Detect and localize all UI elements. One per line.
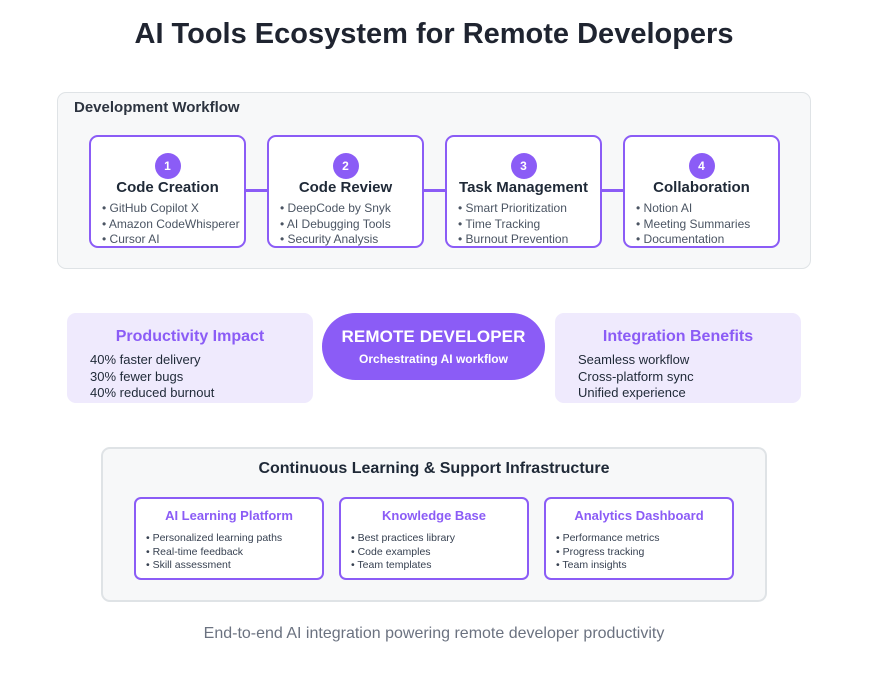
support-card-list: • Personalized learning paths • Real-tim… [146, 532, 282, 573]
step-tool-item: • Security Analysis [280, 232, 379, 246]
step-tool-item: • Cursor AI [102, 232, 160, 246]
support-card-item: • Progress tracking [556, 545, 645, 558]
support-card-list: • Best practices library • Code examples… [351, 532, 455, 573]
productivity-impact-box: Productivity Impact 40% faster delivery … [67, 313, 313, 403]
support-card-item: • Team insights [556, 559, 627, 572]
step-title: Collaboration [653, 179, 750, 196]
step-title: Code Creation [116, 179, 219, 196]
workflow-step-card: 1 Code Creation • GitHub Copilot X • Ama… [89, 135, 246, 248]
support-card: AI Learning Platform • Personalized lear… [134, 497, 324, 580]
step-number-badge: 2 [332, 153, 359, 179]
productivity-impact-title: Productivity Impact [115, 328, 265, 345]
support-card-title: Knowledge Base [381, 508, 487, 523]
page-title: AI Tools Ecosystem for Remote Developers [134, 18, 734, 50]
integration-benefit-item: Seamless workflow [578, 352, 690, 367]
step-tool-item: • Notion AI [636, 201, 693, 215]
support-card-title: Analytics Dashboard [574, 508, 704, 523]
step-tool-item: • Time Tracking [458, 216, 541, 231]
step-number-badge: 4 [688, 153, 715, 179]
step-tool-item: • DeepCode by Snyk [280, 201, 391, 215]
support-card-item: • Skill assessment [146, 559, 231, 572]
support-card: Analytics Dashboard • Performance metric… [544, 497, 734, 580]
step-number-badge: 1 [154, 153, 181, 179]
support-card-title: AI Learning Platform [165, 508, 293, 523]
remote-developer-hub: REMOTE DEVELOPER Orchestrating AI workfl… [322, 313, 545, 380]
step-tool-list: • GitHub Copilot X • Amazon CodeWhispere… [102, 201, 240, 248]
footer-caption: End-to-end AI integration powering remot… [203, 625, 665, 642]
workflow-step-card: 2 Code Review • DeepCode by Snyk • AI De… [267, 135, 424, 248]
support-card-item: • Team templates [351, 559, 432, 572]
hub-subtitle: Orchestrating AI workflow [359, 352, 508, 366]
step-tool-item: • Meeting Summaries [636, 216, 751, 231]
support-card-item: • Real-time feedback [146, 545, 244, 558]
connector-line [423, 189, 445, 192]
step-tool-item: • Documentation [636, 232, 725, 246]
workflow-step-card: 3 Task Management • Smart Prioritization… [445, 135, 602, 248]
integration-benefit-item: Unified experience [578, 385, 686, 400]
workflow-step-card: 4 Collaboration • Notion AI • Meeting Su… [623, 135, 780, 248]
productivity-impact-item: 40% faster delivery [90, 352, 201, 367]
step-tool-list: • Notion AI • Meeting Summaries • Docume… [636, 201, 750, 248]
support-card-item: • Code examples [351, 545, 431, 558]
support-card-item: • Performance metrics [556, 532, 660, 544]
step-tool-list: • DeepCode by Snyk • AI Debugging Tools … [280, 201, 391, 248]
productivity-impact-item: 40% reduced burnout [90, 385, 215, 400]
integration-benefits-list: Seamless workflow Cross-platform sync Un… [578, 352, 694, 402]
connector-line [601, 189, 623, 192]
workflow-title: Development Workflow [74, 99, 240, 116]
productivity-impact-list: 40% faster delivery 30% fewer bugs 40% r… [90, 352, 214, 402]
integration-benefit-item: Cross-platform sync [578, 368, 694, 384]
step-tool-item: • Smart Prioritization [458, 201, 567, 215]
step-tool-item: • GitHub Copilot X [102, 201, 199, 215]
step-title: Task Management [459, 179, 588, 196]
step-tool-item: • Burnout Prevention [458, 232, 569, 246]
hub-title: REMOTE DEVELOPER [341, 327, 526, 346]
integration-benefits-box: Integration Benefits Seamless workflow C… [555, 313, 801, 403]
connector-line [245, 189, 267, 192]
step-tool-list: • Smart Prioritization • Time Tracking •… [458, 201, 568, 248]
step-number-badge: 3 [510, 153, 537, 179]
support-card-list: • Performance metrics • Progress trackin… [556, 532, 659, 573]
step-tool-item: • Amazon CodeWhisperer [102, 216, 240, 231]
support-card-item: • Best practices library [351, 532, 456, 544]
step-title: Code Review [298, 179, 393, 196]
productivity-impact-item: 30% fewer bugs [90, 368, 184, 384]
support-infrastructure-title: Continuous Learning & Support Infrastruc… [258, 460, 610, 477]
support-card: Knowledge Base • Best practices library … [339, 497, 529, 580]
step-tool-item: • AI Debugging Tools [280, 216, 391, 231]
support-card-item: • Personalized learning paths [146, 532, 283, 544]
integration-benefits-title: Integration Benefits [602, 328, 754, 345]
